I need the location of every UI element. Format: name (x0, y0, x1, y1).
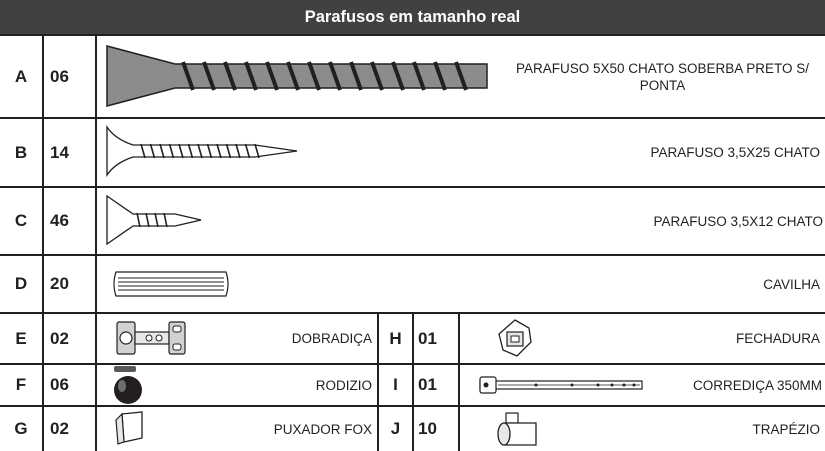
handle-icon (115, 411, 143, 445)
row-description: CAVILHA (763, 276, 820, 292)
caster-wheel-icon (114, 366, 142, 404)
row-quantity: 10 (418, 419, 437, 438)
row-quantity: 20 (50, 274, 69, 293)
row-letter: H (389, 328, 402, 348)
sheet-title: Parafusos em tamanho real (0, 0, 825, 34)
row-quantity: 01 (418, 375, 437, 394)
lock-icon (498, 319, 532, 357)
grid-line (42, 34, 44, 451)
row-letter: F (15, 375, 27, 394)
row-quantity: 46 (50, 211, 69, 230)
row-letter: C (14, 211, 28, 230)
row-description: PUXADOR FOX (273, 421, 372, 437)
row-quantity: 06 (50, 66, 69, 86)
row-quantity: 02 (50, 328, 69, 348)
row-description: FECHADURA (735, 331, 820, 346)
row-letter: I (393, 375, 398, 394)
short-screw-icon (106, 194, 202, 246)
row-letter: J (390, 419, 401, 438)
row-description: TRAPÉZIO (752, 421, 820, 437)
row-quantity: 01 (418, 328, 437, 348)
row-quantity: 02 (50, 419, 69, 438)
row-letter: A (14, 66, 28, 86)
row-description: DOBRADIÇA (291, 331, 372, 346)
row-description: PARAFUSO 3,5X25 CHATO (650, 145, 820, 160)
row-description: CORREDIÇA 350MM (692, 377, 822, 393)
row-letter: E (15, 328, 27, 348)
grid-line (0, 254, 825, 256)
trapeze-icon (497, 412, 537, 446)
grid-line (0, 186, 825, 188)
drawer-slide-icon (479, 376, 643, 394)
row-quantity: 06 (50, 375, 69, 394)
row-description: PARAFUSO 5X50 CHATO SOBERBA PRETO S/ PON… (515, 60, 810, 93)
hinge-icon (116, 321, 186, 355)
grid-line (95, 34, 97, 451)
row-description: PARAFUSO 3,5X12 CHATO (653, 213, 823, 229)
row-description: RODIZIO (315, 377, 372, 393)
grid-line (377, 312, 379, 451)
row-letter: G (14, 419, 28, 438)
row-letter: D (14, 274, 28, 293)
grid-line (458, 312, 460, 451)
long-screw-icon (106, 124, 298, 178)
wood-screw-icon (106, 45, 488, 107)
grid-line (0, 117, 825, 119)
dowel-icon (113, 271, 229, 297)
row-quantity: 14 (50, 142, 69, 162)
grid-line (412, 312, 414, 451)
row-letter: B (14, 142, 28, 162)
grid-line (0, 34, 825, 36)
